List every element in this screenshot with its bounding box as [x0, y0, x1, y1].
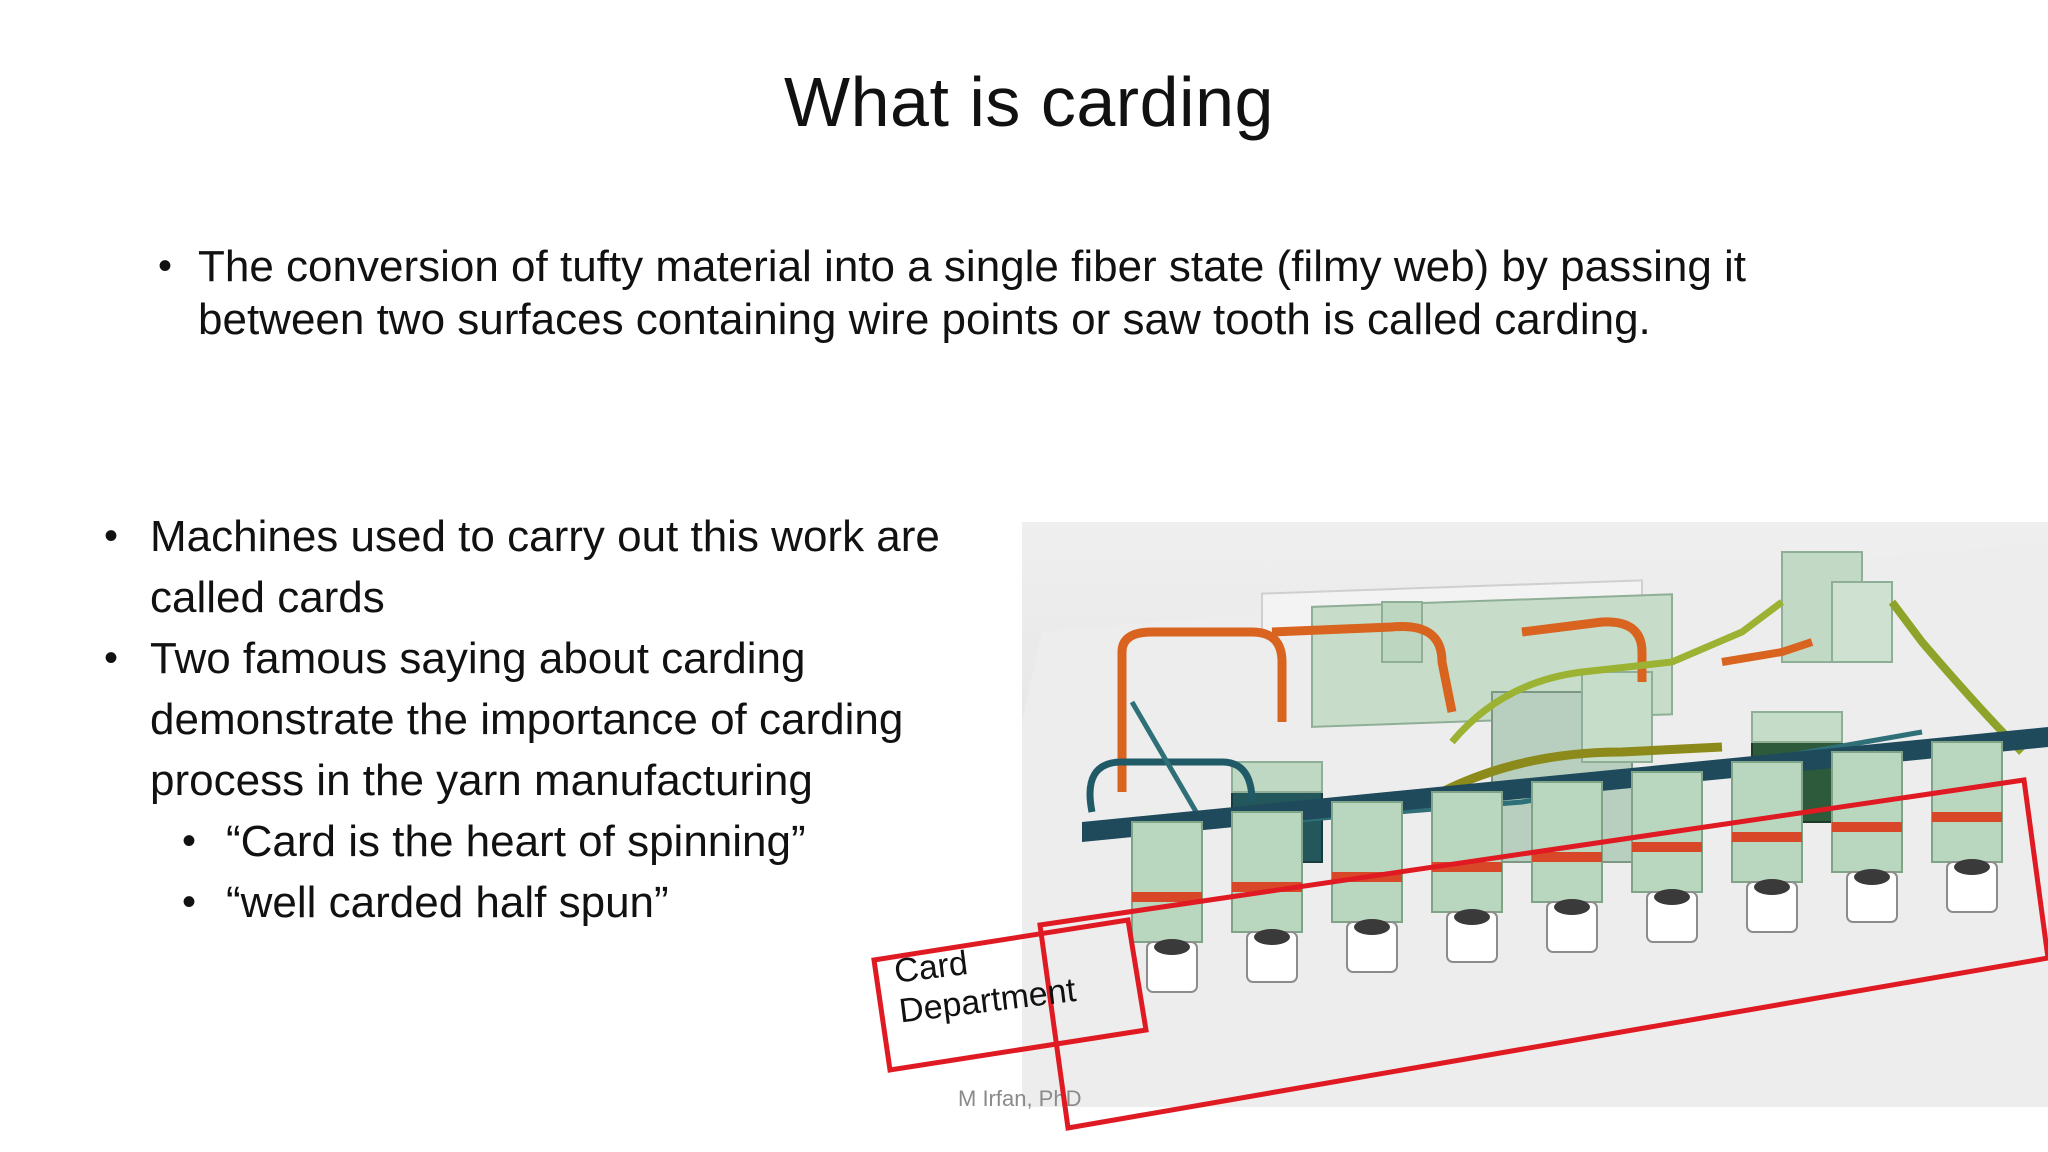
bullet-text: Two famous saying about carding demonstr…	[150, 634, 904, 805]
card-department-illustration	[1022, 522, 2048, 1107]
definition-bullet: • The conversion of tufty material into …	[158, 240, 1918, 346]
bullet-dot-icon: •	[104, 636, 119, 680]
slide-title: What is carding	[784, 63, 1274, 141]
bullet-text: Machines used to carry out this work are…	[150, 512, 940, 622]
sub-bullet-text: “well carded half spun”	[226, 878, 669, 927]
sub-bullet-text: “Card is the heart of spinning”	[226, 817, 806, 866]
bullet-item: • Machines used to carry out this work a…	[104, 506, 1020, 628]
bullet-dot-icon: •	[158, 244, 173, 288]
machinery-drawing	[1022, 542, 2048, 1107]
bullet-dot-icon: •	[182, 819, 197, 863]
sub-bullet-item: • “well carded half spun”	[182, 872, 1020, 933]
definition-text: The conversion of tufty material into a …	[198, 242, 1747, 344]
bullet-list: • Machines used to carry out this work a…	[104, 506, 1020, 933]
bullet-dot-icon: •	[182, 880, 197, 924]
footer-author: M Irfan, PhD	[958, 1086, 1082, 1111]
bullet-dot-icon: •	[104, 514, 119, 558]
bullet-item: • Two famous saying about carding demons…	[104, 628, 1020, 811]
sub-bullet-item: • “Card is the heart of spinning”	[182, 811, 1020, 872]
